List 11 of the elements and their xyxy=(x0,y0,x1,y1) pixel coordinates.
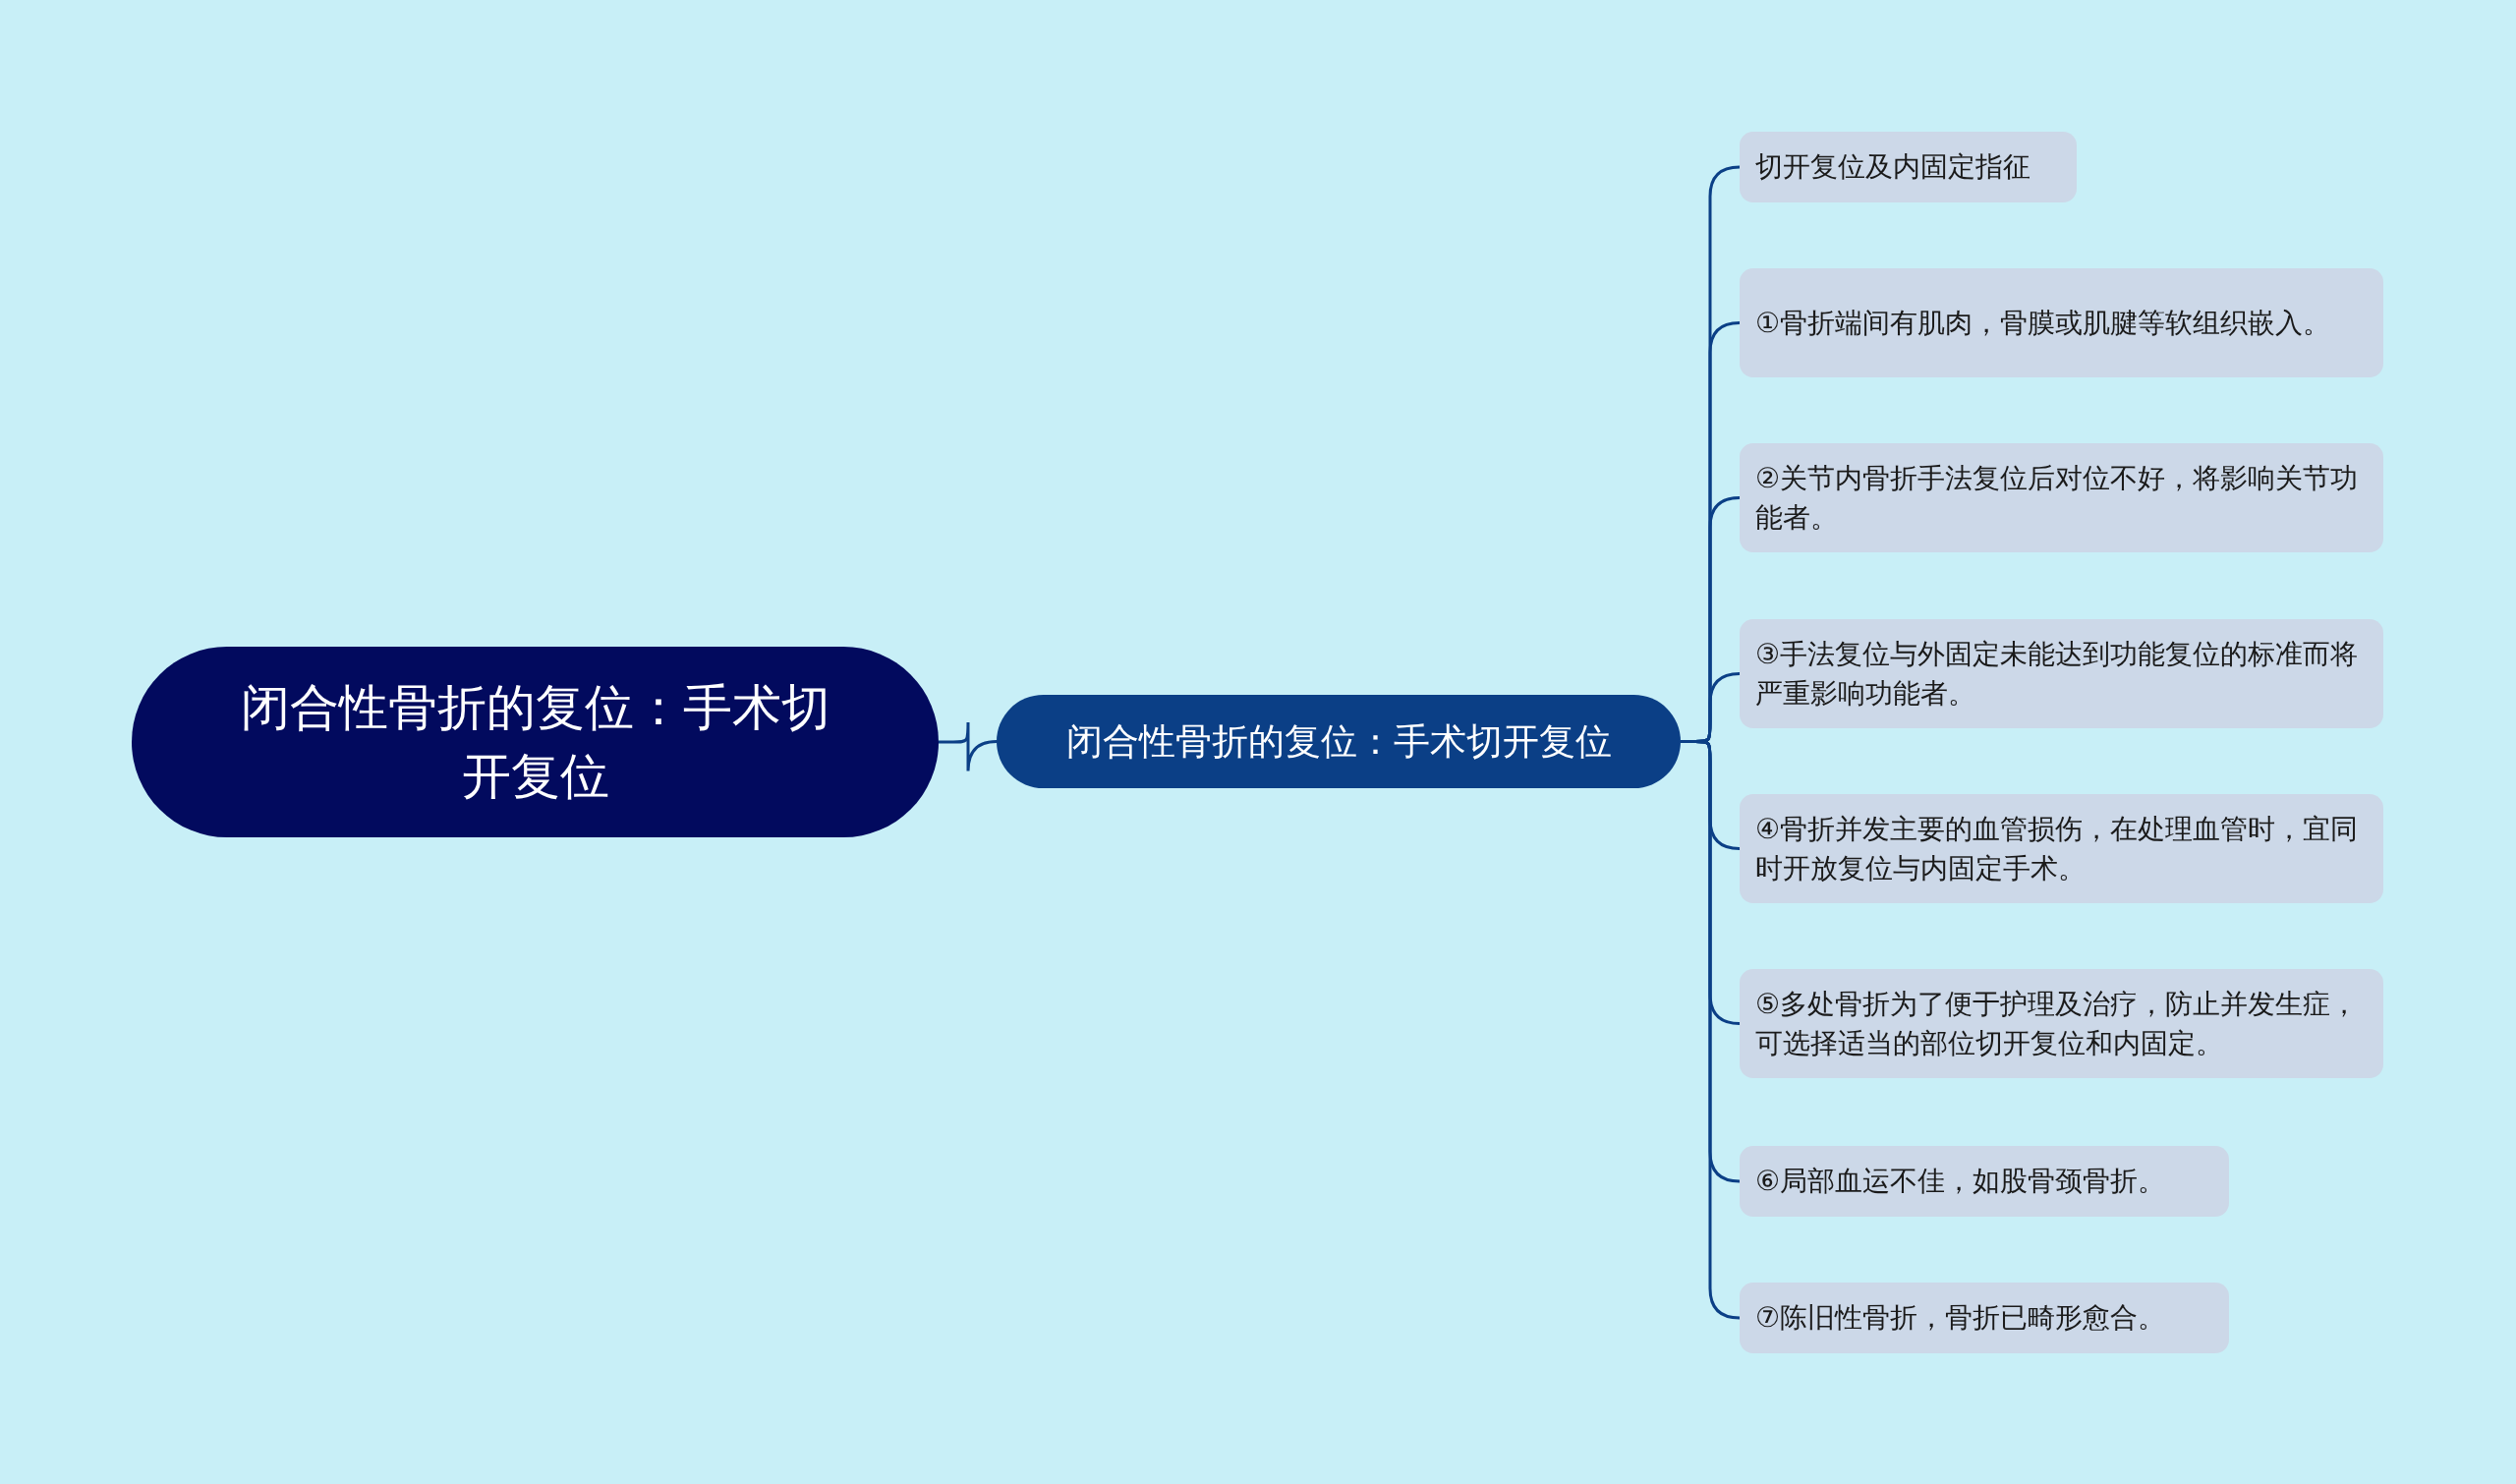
item-box: 切开复位及内固定指征 xyxy=(1740,132,2077,202)
item-box: ①骨折端间有肌肉，骨膜或肌腱等软组织嵌入。 xyxy=(1740,268,2383,377)
item-box: ④骨折并发主要的血管损伤，在处理血管时，宜同时开放复位与内固定手术。 xyxy=(1740,794,2383,903)
root-node: 闭合性骨折的复位：手术切开复位 xyxy=(132,647,939,837)
item-box: ⑥局部血运不佳，如股骨颈骨折。 xyxy=(1740,1146,2229,1217)
item-box: ⑤多处骨折为了便于护理及治疗，防止并发生症，可选择适当的部位切开复位和内固定。 xyxy=(1740,969,2383,1078)
topic-box: 闭合性骨折的复位：手术切开复位 xyxy=(997,695,1681,788)
connector-line xyxy=(939,720,998,772)
item-box: ⑦陈旧性骨折，骨折已畸形愈合。 xyxy=(1740,1283,2229,1353)
item-box: ③手法复位与外固定未能达到功能复位的标准而将严重影响功能者。 xyxy=(1740,619,2383,728)
item-box: ②关节内骨折手法复位后对位不好，将影响关节功能者。 xyxy=(1740,443,2383,552)
